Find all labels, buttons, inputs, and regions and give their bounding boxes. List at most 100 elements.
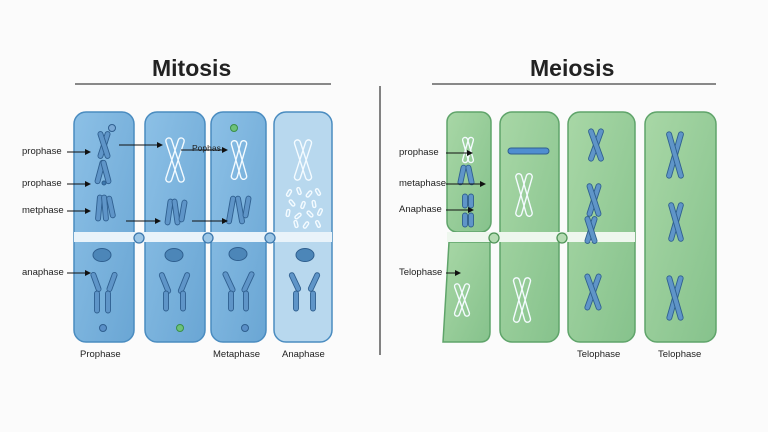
- chromosome-44: [306, 210, 314, 218]
- chromosome-34: [293, 139, 313, 181]
- meiosis-caption-telophase-2: Telophase: [658, 349, 702, 360]
- chromosome-55: [461, 136, 475, 164]
- chromosome-47: [302, 221, 310, 229]
- meiosis-label-metaphase: metaphase: [399, 178, 447, 189]
- chromosome-5: [95, 194, 103, 222]
- meiosis-cell-3: [567, 111, 636, 343]
- chromosome-71: [586, 183, 602, 217]
- chromosome-36: [296, 186, 302, 196]
- chromosome-51: [307, 272, 321, 292]
- chromosome-58: [462, 193, 468, 209]
- chromosome-61: [468, 212, 474, 228]
- chromosome-67: [512, 277, 532, 323]
- meiosis-arrows: [446, 150, 486, 276]
- centrosome-icon: [230, 124, 238, 132]
- mitosis-inline-label: Pophas: [192, 143, 221, 153]
- chromosome-48: [314, 219, 322, 229]
- chromosome-24: [230, 139, 248, 181]
- mitosis-panel: [73, 111, 333, 343]
- meiosis-caption-telophase-1: Telophase: [577, 349, 621, 360]
- chromosome-57: [465, 164, 475, 186]
- chromosome-21: [163, 290, 169, 312]
- chromosome-38: [314, 188, 322, 196]
- chromosome-77: [666, 131, 684, 179]
- chromosome-14: [165, 137, 185, 183]
- chromosome-69: [588, 128, 604, 162]
- nucleus-18: [164, 248, 184, 262]
- chromosome-17: [178, 199, 188, 223]
- chromosome-59: [468, 193, 474, 209]
- nucleus-8: [92, 248, 112, 262]
- nucleus-28: [228, 247, 248, 261]
- chromosome-27: [242, 195, 252, 219]
- mitosis-caption-prophase: Prophase: [80, 349, 121, 360]
- chromosome-42: [285, 208, 291, 218]
- mitosis-label-metphase: metphase: [22, 205, 64, 216]
- chromosome-75: [584, 273, 602, 311]
- chromosome-12: [105, 290, 111, 314]
- chromosome-63: [453, 283, 471, 317]
- metaphase-plate: [507, 147, 550, 155]
- chromosome-65: [515, 173, 533, 217]
- mitosis-cell-3: [210, 111, 267, 343]
- chromosome-9: [90, 272, 102, 292]
- chromosome-41: [311, 199, 317, 209]
- chromosome-40: [300, 200, 306, 210]
- chromosome-37: [305, 190, 313, 198]
- chromosome-20: [177, 272, 191, 294]
- chromosome-39: [288, 199, 296, 207]
- chromosome-31: [228, 290, 234, 312]
- meiosis-junction-2: [556, 232, 568, 244]
- mitosis-caption-anaphase: Anaphase: [282, 349, 325, 360]
- chromosome-53: [310, 290, 316, 312]
- meiosis-cell-2: [499, 111, 560, 343]
- meiosis-junction-1: [488, 232, 500, 244]
- meiosis-label-telophase: Telophase: [399, 267, 443, 278]
- chromosome-2: [97, 131, 111, 159]
- chromosome-81: [666, 275, 684, 321]
- meiosis-title: Meiosis: [530, 55, 615, 81]
- chromosome-60: [462, 212, 468, 228]
- meiosis-label-anaphase: Anaphase: [399, 204, 442, 215]
- chromosome-52: [293, 290, 299, 312]
- meiosis-cell-1-lower: [442, 241, 491, 343]
- mitosis-label-anaphase: anaphase: [22, 267, 64, 278]
- mitosis-caption-metaphase: Metaphase: [213, 349, 261, 360]
- meiosis-equator-band: [447, 232, 635, 242]
- chromosome-73: [584, 216, 598, 244]
- mitosis-arrows: [67, 142, 228, 276]
- mitosis-label-prophase-1: prophase: [22, 146, 62, 157]
- chromosome-79: [668, 202, 684, 242]
- mitosis-junction-1: [133, 232, 145, 244]
- chromosome-26: [235, 195, 245, 225]
- nucleus-49: [295, 248, 315, 262]
- chromosome-46: [293, 219, 299, 229]
- chromosome-19: [158, 272, 172, 294]
- chromosome-22: [180, 290, 186, 312]
- centrosome-icon: [176, 324, 184, 332]
- centrosome-icon: [99, 324, 107, 332]
- mitosis-cell-1: [73, 111, 135, 343]
- chromosome-43: [294, 212, 302, 220]
- meiosis-label-prophase: prophase: [399, 147, 439, 158]
- chromosome-layer: [90, 124, 684, 332]
- chromosome-35: [285, 189, 293, 197]
- mitosis-title: Mitosis: [152, 55, 232, 81]
- mitosis-junction-3: [264, 232, 276, 244]
- chromosome-11: [94, 290, 100, 314]
- chromosome-16: [171, 198, 181, 226]
- chromosome-4: [100, 159, 112, 185]
- chromosome-45: [316, 207, 324, 217]
- mitosis-label-prophase-2: prophase: [22, 178, 62, 189]
- chromosome-56: [457, 164, 467, 186]
- granule-icon: [101, 180, 107, 186]
- centrosome-icon: [241, 324, 249, 332]
- chromosome-32: [243, 290, 249, 312]
- chromosome-50: [288, 272, 302, 292]
- chromosome-25: [226, 195, 236, 225]
- chromosome-7: [106, 195, 116, 219]
- centrosome-icon: [108, 124, 116, 132]
- chromosome-15: [164, 198, 174, 226]
- mitosis-cell-2: [144, 111, 206, 343]
